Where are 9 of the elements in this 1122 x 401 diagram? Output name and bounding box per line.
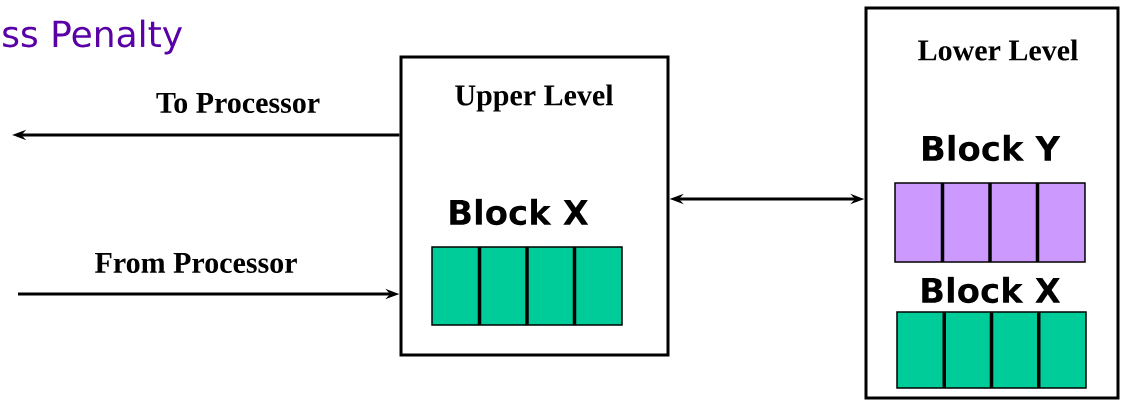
slide-title: ss Penalty — [3, 19, 182, 55]
edge-label: From Processor — [93, 252, 299, 274]
node-label: Block X — [922, 276, 1061, 304]
memory-block: Block X — [431, 198, 623, 326]
memory-block: Block X — [896, 276, 1087, 389]
node-label: Block Y — [923, 134, 1061, 162]
edge-label: To Processor — [154, 92, 322, 114]
node-label: Block X — [450, 198, 589, 226]
memory-block: Block Y — [894, 134, 1086, 263]
